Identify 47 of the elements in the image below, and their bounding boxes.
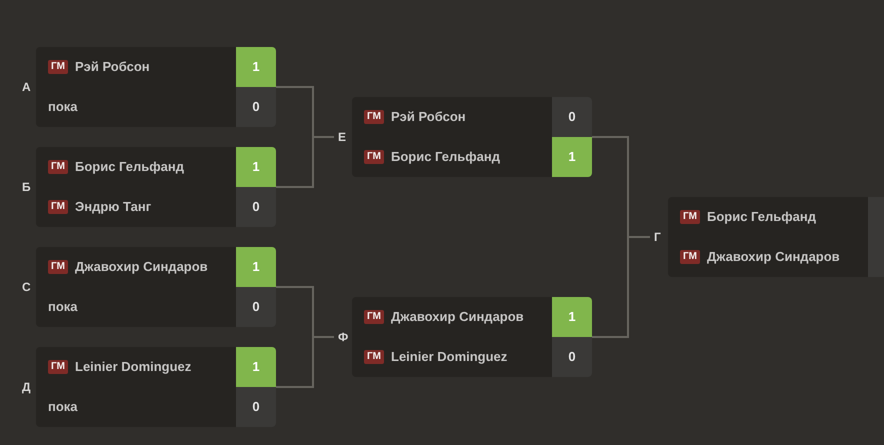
player-name: Leinier Dominguez [75,359,192,375]
player-name: пока [48,399,78,415]
title-badge: ГМ [680,250,700,264]
title-badge: ГМ [364,110,384,124]
player-name: пока [48,99,78,115]
score-cell: 0 [236,287,276,327]
title-badge: ГМ [48,200,68,214]
player-name: Борис Гельфанд [391,149,500,165]
title-badge: ГМ [48,360,68,374]
match-label: Б [22,180,31,194]
match-label: Ф [338,330,348,344]
score-cell: 1 [552,137,592,177]
title-badge: ГМ [364,310,384,324]
score-cell: 0 [552,337,592,377]
match-label: Е [338,130,346,144]
title-badge: ГМ [364,150,384,164]
title-badge: ГМ [364,350,384,364]
player-name: Джавохир Синдаров [391,309,524,325]
player-name: Борис Гельфанд [75,159,184,175]
match-label: А [22,80,31,94]
player-name: пока [48,299,78,315]
score-cell: 0 [552,97,592,137]
player-name: Leinier Dominguez [391,349,508,365]
bracket-line [276,136,334,188]
match-label: Г [654,230,661,244]
title-badge: ГМ [48,60,68,74]
bracket-line [592,236,650,338]
score-cell: 1 [236,247,276,287]
score-cell: 1 [552,297,592,337]
score-cell: 0 [236,87,276,127]
player-name: Эндрю Танг [75,199,152,215]
player-name: Джавохир Синдаров [75,259,208,275]
player-name: Джавохир Синдаров [707,249,840,265]
bracket-line [276,336,334,388]
match-label: С [22,280,31,294]
score-cell: 0 [236,387,276,427]
score-cell: 1 [236,147,276,187]
score-cell: 1 [236,47,276,87]
title-badge: ГМ [680,210,700,224]
player-name: Борис Гельфанд [707,209,816,225]
match-label: Д [22,380,31,394]
title-badge: ГМ [48,260,68,274]
player-name: Рэй Робсон [391,109,466,125]
score-cell: 1 [236,347,276,387]
title-badge: ГМ [48,160,68,174]
score-cell: 0 [236,187,276,227]
player-name: Рэй Робсон [75,59,150,75]
